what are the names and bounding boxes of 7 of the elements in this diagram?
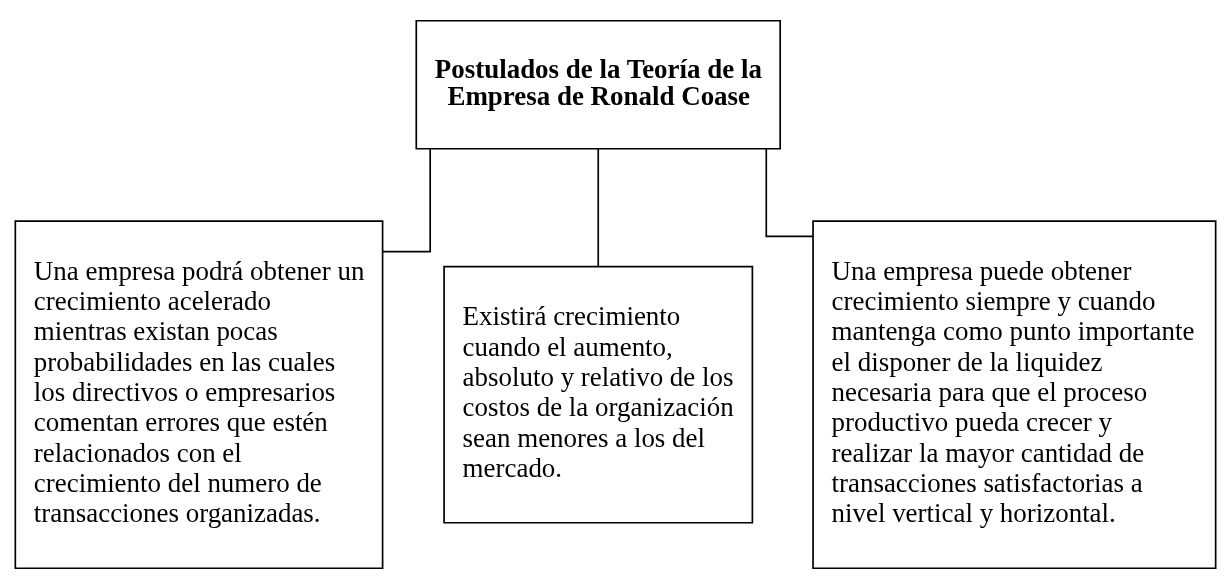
node-box: Una empresa podrá obtener un crecimiento acelerado mientras existan pocas probabilidades en las cuales los directivos o empresarios comentan errores que estén relacionados con el crecimiento del numero de transacciones organizadas.: [14, 219, 384, 569]
connector: [382, 147, 431, 252]
connector: [765, 147, 814, 237]
node-box: Existirá crecimiento cuando el aumento, absoluto y relativo de los costos de la organización sean menores a los del mercado.: [443, 265, 754, 524]
node-box: Una empresa puede obtener crecimiento siempre y cuando mantenga como punto importante el disponer de la liquidez necesaria para que el proceso productivo pueda crecer y realizar la mayor cantidad de transacciones satisfactorias a nivel vertical y horizontal.: [812, 219, 1217, 569]
connector: [597, 147, 600, 267]
node-box: Postulados de la Teoría de la Empresa de Ronald Coase: [415, 19, 781, 150]
